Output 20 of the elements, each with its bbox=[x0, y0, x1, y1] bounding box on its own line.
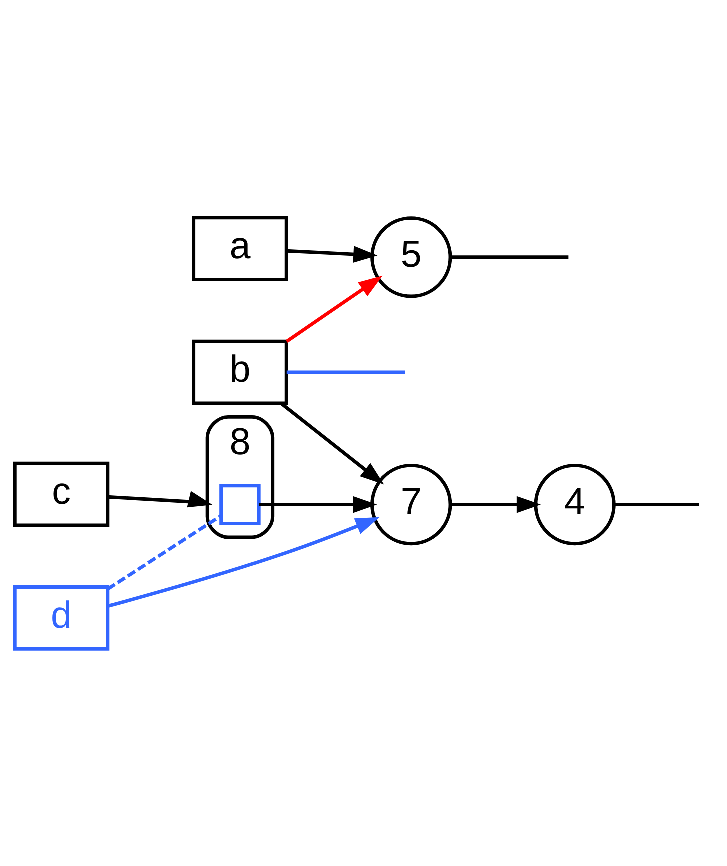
node-box: d bbox=[13, 585, 110, 650]
arrow bbox=[108, 490, 213, 508]
node-box bbox=[220, 484, 261, 525]
arrow bbox=[286, 246, 378, 262]
cluster: 8 bbox=[206, 414, 275, 539]
node-box: c bbox=[13, 461, 110, 527]
node-box: b bbox=[192, 339, 288, 405]
node-box: a bbox=[192, 216, 288, 281]
node-circle: 7 bbox=[370, 463, 452, 546]
connector bbox=[286, 370, 406, 374]
connector bbox=[614, 502, 700, 506]
arrow bbox=[108, 516, 380, 608]
arrow bbox=[259, 496, 378, 513]
node-circle: 5 bbox=[370, 216, 452, 298]
arrow bbox=[280, 402, 384, 484]
arrow bbox=[450, 496, 542, 513]
arrow bbox=[286, 275, 383, 343]
connector bbox=[450, 255, 569, 259]
node-circle: 4 bbox=[534, 463, 616, 546]
connector bbox=[106, 514, 222, 590]
